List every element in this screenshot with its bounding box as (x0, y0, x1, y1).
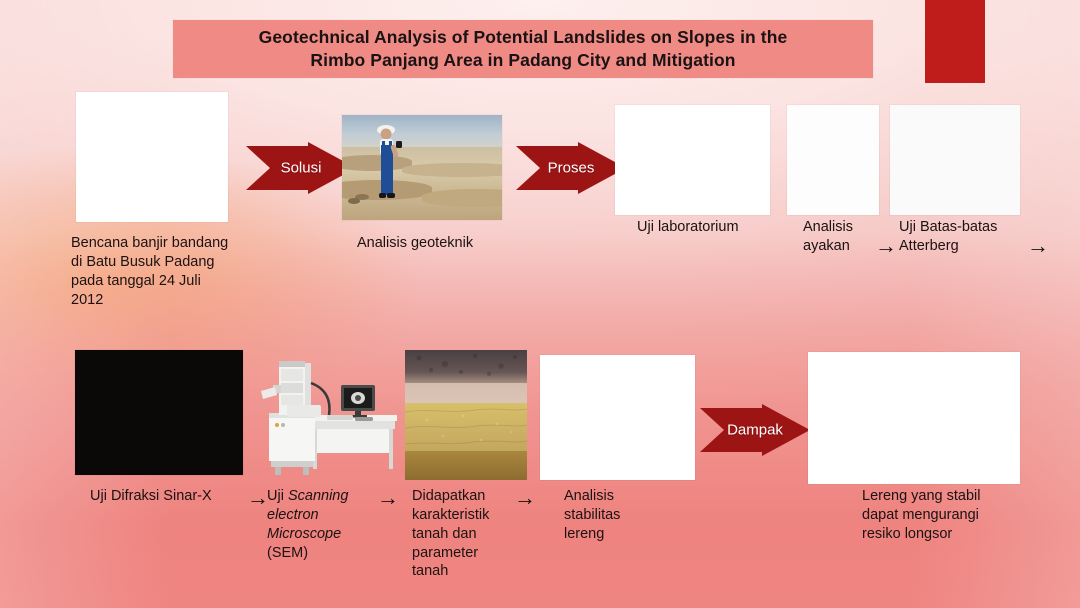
small-arrow-3: → (247, 485, 269, 510)
photo-ridge-2 (402, 163, 502, 178)
atterberg-limits-image-frame (890, 105, 1020, 215)
title-banner: Geotechnical Analysis of Potential Lands… (173, 20, 873, 78)
soil-layer-topsoil (405, 350, 527, 376)
chevron-right-icon (516, 142, 626, 194)
photo-backdrop (75, 350, 243, 475)
flood-disaster-caption: Bencana banjir bandang di Batu Busuk Pad… (71, 235, 229, 308)
title-line-1: Geotechnical Analysis of Potential Lands… (258, 26, 788, 47)
sem-caption-plain-2: (SEM) (267, 544, 309, 561)
photo-ridge-4 (422, 188, 502, 207)
icon-backdrop (890, 105, 1020, 215)
poster-title: Geotechnical Analysis of Potential Lands… (245, 26, 802, 72)
xrd-test-caption: Uji Difraksi Sinar-X (90, 488, 212, 504)
slope-stability-caption: Analisis stabilitas lereng (564, 488, 621, 542)
small-arrow-1: → (875, 233, 897, 258)
soil-characteristics-caption: Didapatkan karakteristik tanah dan param… (412, 488, 490, 580)
soil-layer-sand (405, 403, 527, 453)
illustration-backdrop (808, 352, 1020, 484)
soil-layer-transition (405, 373, 527, 384)
arrow-solusi-label: Solusi (280, 159, 322, 177)
soil-layer-clay (405, 451, 527, 480)
geotechnical-analysis-image-frame (342, 115, 502, 220)
sem-caption-plain-1: Uji (267, 488, 288, 504)
flood-disaster-image-frame (76, 92, 228, 222)
photo-sky (342, 115, 502, 151)
sem-machine-photo (255, 355, 400, 480)
atterberg-limits-caption: Uji Batas-batas Atterberg (899, 219, 998, 254)
slope-stability-image-frame (540, 355, 695, 480)
laboratory-illustration (615, 105, 770, 215)
landslide-illustration (76, 92, 228, 222)
stable-slope-caption: Lereng yang stabil dapat mengurangi resi… (862, 488, 981, 542)
chevron-right-icon (700, 404, 810, 456)
photo-ridge-1 (342, 154, 412, 171)
small-arrow-4: → (377, 485, 399, 510)
arrow-dampak-label: Dampak (727, 421, 783, 439)
arrow-proses: Proses (516, 142, 626, 194)
sieve-analysis-caption: Analisis ayakan (803, 219, 853, 254)
xrd-pattern-photo (75, 350, 243, 475)
inclined-plane-diagram (540, 355, 695, 480)
laboratory-test-caption: Uji laboratorium (637, 219, 739, 235)
title-line-2: Rimbo Panjang Area in Padang City and Mi… (310, 50, 736, 70)
field-survey-photo (342, 115, 502, 220)
geotechnical-analysis-caption: Analisis geoteknik (357, 235, 474, 251)
surveyor-figure (348, 125, 402, 204)
diagram-backdrop (540, 355, 695, 480)
small-arrow-2: → (1027, 233, 1049, 258)
casagrande-cup-icon (890, 105, 1020, 215)
chevron-right-icon (246, 142, 356, 194)
soil-layer-pale (405, 382, 527, 405)
sem-drawing (261, 361, 397, 475)
small-arrow-5: → (514, 485, 536, 510)
illustration-backdrop (76, 92, 228, 222)
arrow-proses-label: Proses (547, 159, 595, 177)
stable-slope-illustration (808, 352, 1020, 484)
sieve-analysis-image-frame (787, 105, 879, 215)
decorative-red-bar (925, 0, 985, 83)
arrow-dampak: Dampak (700, 404, 810, 456)
xrd-test-image-frame (75, 350, 243, 475)
stable-slope-image-frame (808, 352, 1020, 484)
photo-backdrop (787, 105, 879, 215)
sieve-stack-photo (787, 105, 879, 215)
soil-profile-photo (405, 350, 527, 480)
illustration-backdrop (615, 105, 770, 215)
arrow-solusi: Solusi (246, 142, 356, 194)
soil-texture (405, 353, 527, 445)
laboratory-test-image-frame (615, 105, 770, 215)
